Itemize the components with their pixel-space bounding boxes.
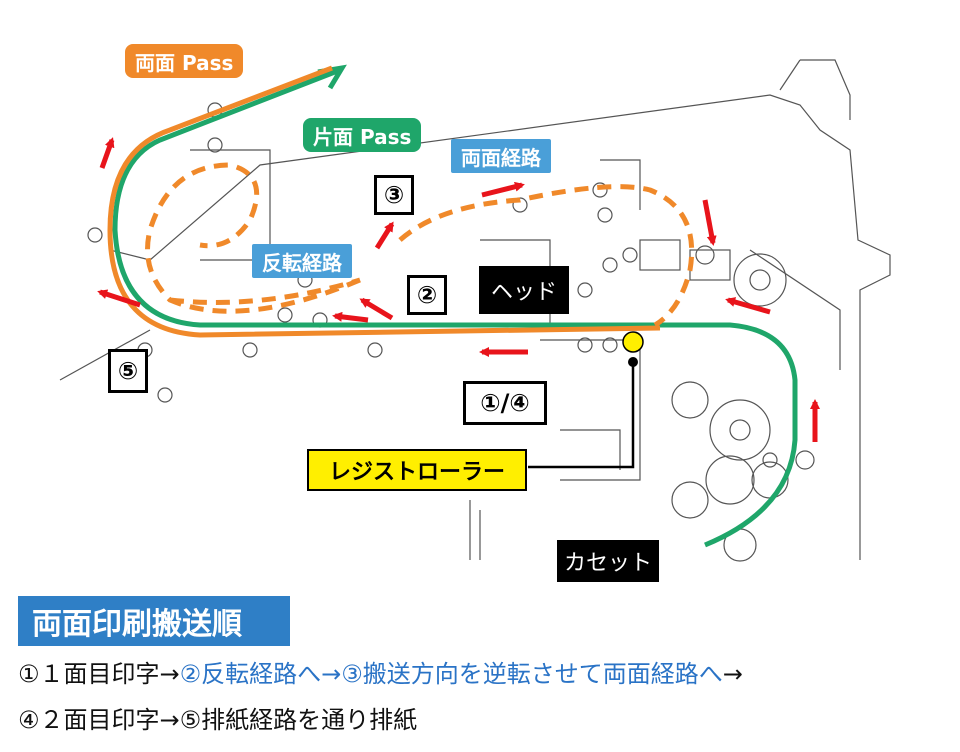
sequence-line-2: ④２面目印字→⑤排紙経路を通り排紙	[18, 706, 418, 734]
step-5-marker: ⑤	[108, 349, 148, 393]
arrow-right-down	[702, 199, 717, 246]
duplex-sequence-title: 両面印刷搬送順	[18, 596, 290, 646]
paper-path-diagram	[59, 59, 891, 562]
sequence-line-1-end: →	[722, 660, 743, 688]
direction-arrows	[97, 137, 820, 442]
step-1-4-marker: ①/④	[463, 381, 547, 425]
duplex-pass-label: 両面 Pass	[125, 44, 244, 78]
step-2-marker: ②	[407, 275, 447, 315]
registration-roller-label: レジストローラー	[307, 449, 527, 491]
arrow-right-left	[725, 297, 771, 315]
cassette-label: カセット	[557, 540, 659, 582]
duplex-path	[107, 65, 661, 338]
duplex-route-label: 両面経路	[451, 139, 551, 173]
sequence-line-1-start: ①１面目印字→	[18, 660, 180, 688]
duplex-return-path	[145, 162, 695, 328]
registration-roller-marker	[622, 331, 644, 353]
registration-leader-line	[528, 362, 635, 469]
arrow-reverse-up	[374, 221, 395, 250]
arrow-duplex-route	[481, 181, 525, 198]
simplex-path	[112, 67, 798, 548]
step-3-marker: ③	[374, 175, 414, 215]
arrow-reverse-back	[359, 297, 394, 321]
head-label: ヘッド	[479, 266, 569, 314]
reverse-route-label: 反転経路	[252, 244, 352, 278]
arrow-under-head-left	[332, 311, 369, 323]
sequence-line-1: ①１面目印字→②反転経路へ→③搬送方向を逆転させて両面経路へ→	[18, 654, 743, 689]
simplex-pass-label: 片面 Pass	[303, 118, 422, 152]
sequence-line-1-highlight: ②反転経路へ→③搬送方向を逆転させて両面経路へ	[179, 660, 723, 688]
arrow-upper-left	[99, 137, 115, 169]
printer-outline	[59, 59, 891, 562]
arrow-lower-left	[97, 289, 141, 308]
